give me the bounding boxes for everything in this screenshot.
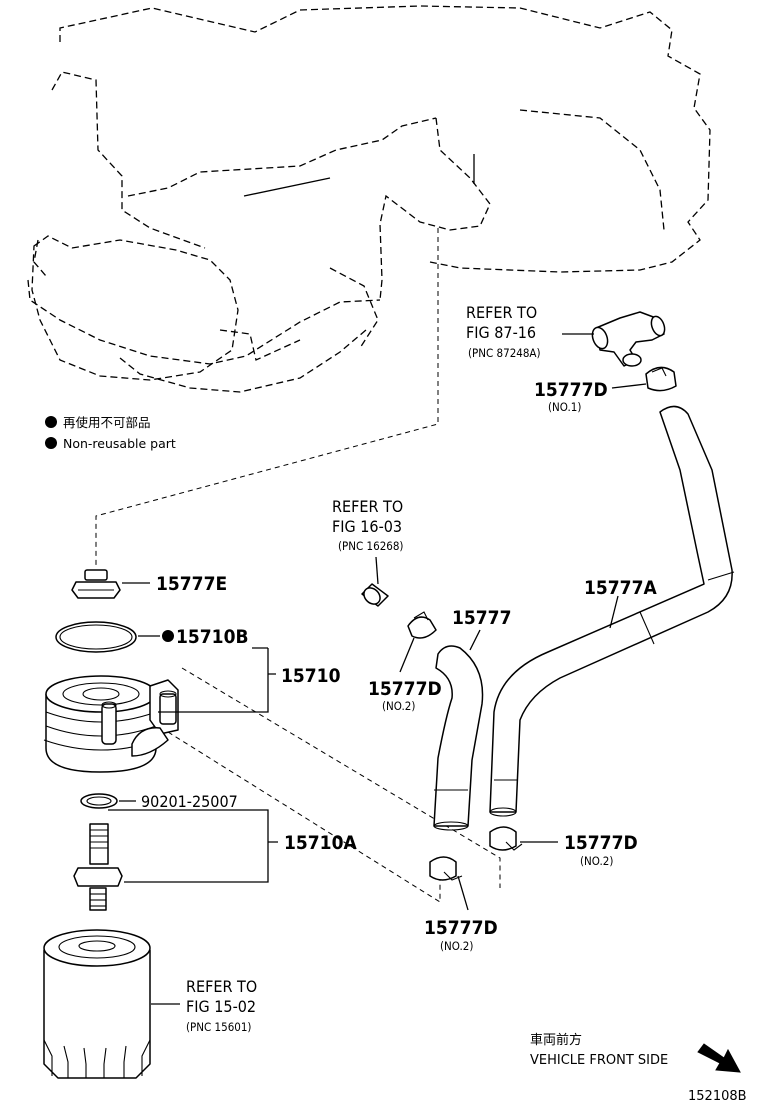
ref-16-03-line1: REFER TO: [332, 497, 403, 516]
label-15777d-no2-c: 15777D: [424, 917, 498, 939]
leader-15710a: [108, 810, 278, 882]
clamp-15777d-no1: [612, 367, 676, 390]
oil-filter: [44, 930, 180, 1078]
filled-circle-icon: [162, 630, 174, 642]
plug-locator-line: [96, 228, 438, 566]
cooler-outlet-locator: [182, 668, 500, 888]
fitting-16268: [361, 557, 388, 607]
legend: 再使用不可部品 Non-reusable part: [45, 415, 176, 451]
ref-87-16-line3: (PNC 87248A): [468, 346, 541, 360]
part-15710-oil-cooler: [44, 676, 178, 772]
front-label-jp: 車両前方: [530, 1032, 582, 1048]
fitting-87248a: [562, 312, 667, 366]
label-90201-25007: 90201-25007: [141, 792, 238, 811]
engine-block-outline: [28, 6, 710, 392]
label-15777d-no2-a: 15777D: [368, 678, 442, 700]
part-15777-hose: [434, 630, 483, 830]
part-15777a-hose: [490, 406, 734, 816]
part-15710b-oring: [56, 622, 160, 652]
ref-filter-line2: FIG 15-02: [186, 997, 256, 1016]
filled-circle-icon: [45, 416, 57, 428]
filled-circle-icon: [45, 437, 57, 449]
clamp-15777d-no2-bottom: [430, 857, 468, 910]
label-15710b: 15710B: [176, 626, 249, 648]
orientation-indicator: 車両前方 VEHICLE FRONT SIDE: [530, 1032, 740, 1072]
legend-jp: 再使用不可部品: [63, 415, 151, 430]
front-label-en: VEHICLE FRONT SIDE: [530, 1053, 668, 1068]
label-15777d-no2-b: 15777D: [564, 832, 638, 854]
part-90201-25007-washer: [81, 794, 136, 808]
legend-en: Non-reusable part: [63, 436, 176, 451]
ref-filter-line3: (PNC 15601): [186, 1020, 251, 1034]
clamp-15777d-no2-right: [490, 827, 558, 850]
label-15710a: 15710A: [284, 832, 357, 854]
label-15710: 15710: [281, 665, 341, 687]
label-15777d-no1: 15777D: [534, 379, 608, 401]
label-15777d-no1-sub: (NO.1): [548, 400, 581, 414]
label-15777e: 15777E: [156, 573, 227, 595]
part-15777e-plug: [72, 570, 150, 598]
label-15777d-no2-b-sub: (NO.2): [580, 854, 613, 868]
ref-87-16-line2: FIG 87-16: [466, 323, 536, 342]
clamp-15777d-no2-top: [400, 612, 436, 672]
figure-id: 152108B: [688, 1089, 747, 1104]
cooler-inlet-locator: [168, 732, 440, 902]
ref-filter-line1: REFER TO: [186, 977, 257, 996]
ref-87-16-line1: REFER TO: [466, 303, 537, 322]
ref-16-03-line3: (PNC 16268): [338, 539, 403, 553]
label-15777d-no2-c-sub: (NO.2): [440, 939, 473, 953]
arrow-down-right-icon: [698, 1044, 740, 1072]
label-15777: 15777: [452, 607, 511, 629]
label-15777d-no2-a-sub: (NO.2): [382, 699, 415, 713]
leader-15710: [158, 648, 276, 712]
label-15777a: 15777A: [584, 577, 657, 599]
part-15710a-union-bolt: [74, 824, 122, 910]
ref-16-03-line2: FIG 16-03: [332, 517, 402, 536]
